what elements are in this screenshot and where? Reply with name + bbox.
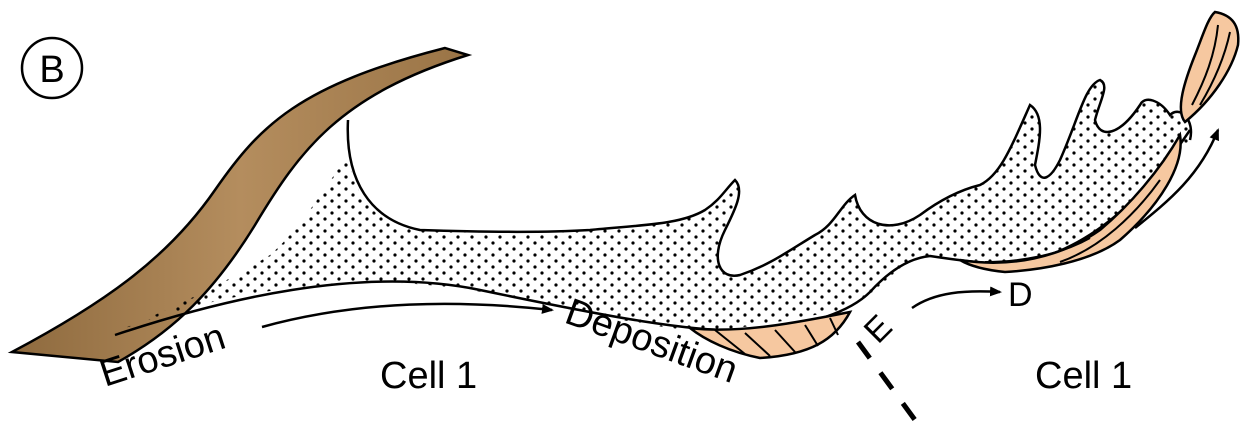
cell-boundary-line bbox=[858, 342, 915, 420]
deposit-top-right bbox=[1181, 12, 1238, 122]
erosion-arrow bbox=[262, 304, 552, 327]
panel-label: B bbox=[22, 38, 82, 98]
e-to-d-arrow bbox=[912, 291, 1000, 308]
cell-left-label: Cell 1 bbox=[380, 355, 477, 397]
panel-letter: B bbox=[39, 49, 64, 91]
cliff-band bbox=[12, 48, 468, 362]
cell-right-label: Cell 1 bbox=[1035, 355, 1132, 397]
e-label: E bbox=[857, 308, 900, 351]
d-label: D bbox=[1008, 276, 1033, 314]
deposit-top-right-fill bbox=[1181, 12, 1238, 122]
